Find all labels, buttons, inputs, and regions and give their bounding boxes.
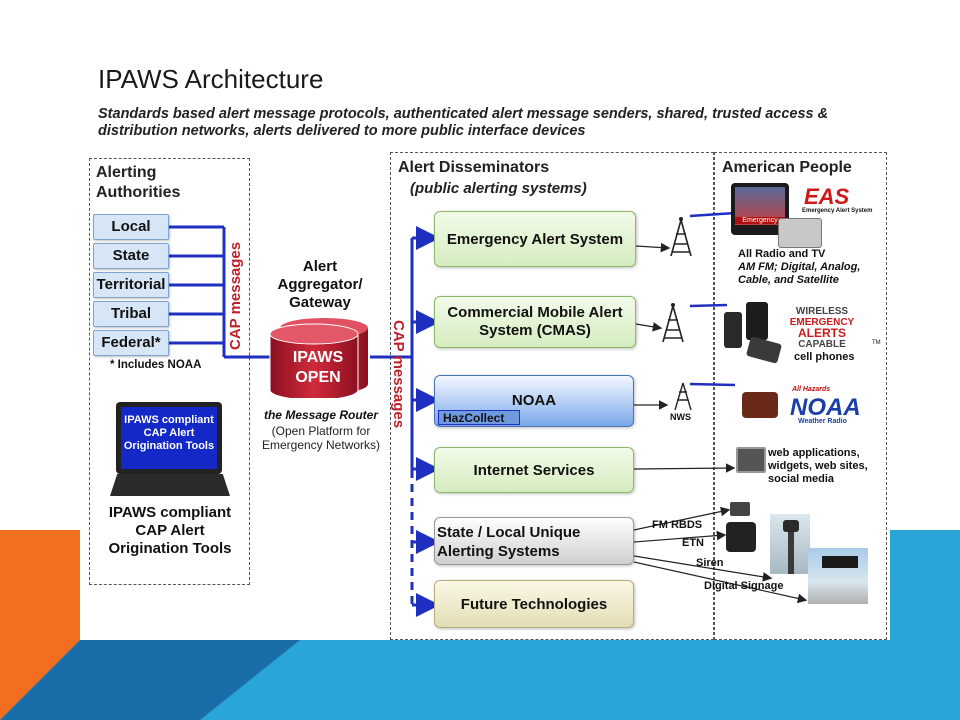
authority-state: State xyxy=(93,243,169,269)
radio-tv-caption: All Radio and TV xyxy=(738,248,826,260)
noaa-logo-top: All Hazards xyxy=(792,386,831,393)
capable-text: CAPABLE xyxy=(798,339,846,350)
wireless-alerts-logo: WIRELESS EMERGENCY ALERTS CAPABLE xyxy=(774,306,870,350)
radio-tv-caption-detail: AM FM; Digital, Analog, Cable, and Satel… xyxy=(738,261,861,286)
fm-rbds-device-icon xyxy=(730,502,750,516)
cap-messages-right: CAP messages xyxy=(390,320,407,429)
eas-logo: EAS xyxy=(804,184,850,209)
page-title: IPAWS Architecture xyxy=(98,64,324,94)
digital-signage-icon xyxy=(808,548,868,604)
alert-disseminators-panel xyxy=(390,152,714,640)
state-local-label: State / Local Unique Alerting Systems xyxy=(437,524,581,560)
alerts-text: ALERTS xyxy=(798,326,846,340)
cmas-box: Commercial Mobile Alert System (CMAS) xyxy=(434,296,636,348)
cmas-tower-icon xyxy=(662,303,684,342)
eas-logo-sub: Emergency Alert System xyxy=(802,208,873,214)
cell-phone-icon xyxy=(724,312,742,348)
laptop-screen-text: IPAWS compliant CAP Alert Origination To… xyxy=(121,407,217,469)
channel-digital-signage: Digital Signage xyxy=(704,580,784,592)
disseminators-header: Alert Disseminators xyxy=(398,159,550,176)
weather-radio-icon xyxy=(742,392,778,418)
message-router-title: the Message Router xyxy=(263,408,379,422)
radio-icon xyxy=(778,218,822,248)
nws-label: NWS xyxy=(670,412,691,422)
authority-local: Local xyxy=(93,214,169,240)
noaa-footnote: * Includes NOAA xyxy=(110,359,202,371)
noaa-logo-sub: Weather Radio xyxy=(798,418,847,425)
tm-mark: TM xyxy=(872,340,881,346)
authority-territorial: Territorial xyxy=(93,272,169,298)
siren-icon xyxy=(770,514,810,574)
ipaws-open-database-icon xyxy=(269,318,368,398)
cell-phones-caption: cell phones xyxy=(794,351,855,363)
page-subtitle: Standards based alert message protocols,… xyxy=(98,106,829,139)
laptop-icon: IPAWS compliant CAP Alert Origination To… xyxy=(110,402,232,498)
emergency-text: EMERGENCY xyxy=(789,317,855,328)
authority-tribal: Tribal xyxy=(93,301,169,327)
eas-tower-icon xyxy=(670,217,692,256)
american-people-panel xyxy=(714,152,887,640)
channel-etn: ETN xyxy=(682,537,704,549)
noaa-logo: NOAA xyxy=(790,394,861,421)
authority-federal: Federal* xyxy=(93,330,169,356)
noaa-box-label: NOAA xyxy=(511,392,557,409)
emergency-alert-system-box: Emergency Alert System xyxy=(434,211,636,267)
american-people-header: American People xyxy=(722,159,852,176)
nws-tower-icon xyxy=(674,382,692,410)
channel-siren: Siren xyxy=(696,557,724,569)
alerting-authorities-header: Alerting Authorities xyxy=(96,164,181,201)
wireless-text: WIRELESS xyxy=(795,306,849,317)
message-router-subtitle: (Open Platform for Emergency Networks) xyxy=(261,424,381,452)
etn-phone-icon xyxy=(726,522,756,552)
tv-emergency-label: Emergency xyxy=(735,217,785,224)
aggregator-label: Alert Aggregator/ Gateway xyxy=(277,258,363,311)
web-caption: web applications, widgets, web sites, so… xyxy=(768,447,868,485)
internet-services-box: Internet Services xyxy=(434,447,634,493)
future-technologies-box: Future Technologies xyxy=(434,580,634,628)
channel-fm-rbds: FM RBDS xyxy=(652,519,703,531)
laptop-caption: IPAWS compliant CAP Alert Origination To… xyxy=(108,504,232,557)
hazcollect-label: HazCollect xyxy=(438,410,520,425)
alerting-authorities-panel xyxy=(89,158,250,585)
computer-icon xyxy=(736,447,766,473)
cap-messages-left: CAP messages xyxy=(227,241,244,350)
smartphone-icon xyxy=(746,302,768,340)
ipaws-open-label: IPAWS OPEN xyxy=(292,349,344,386)
disseminators-subheader: (public alerting systems) xyxy=(410,180,587,197)
state-local-box: State / Local Unique Alerting Systems xyxy=(434,517,634,565)
